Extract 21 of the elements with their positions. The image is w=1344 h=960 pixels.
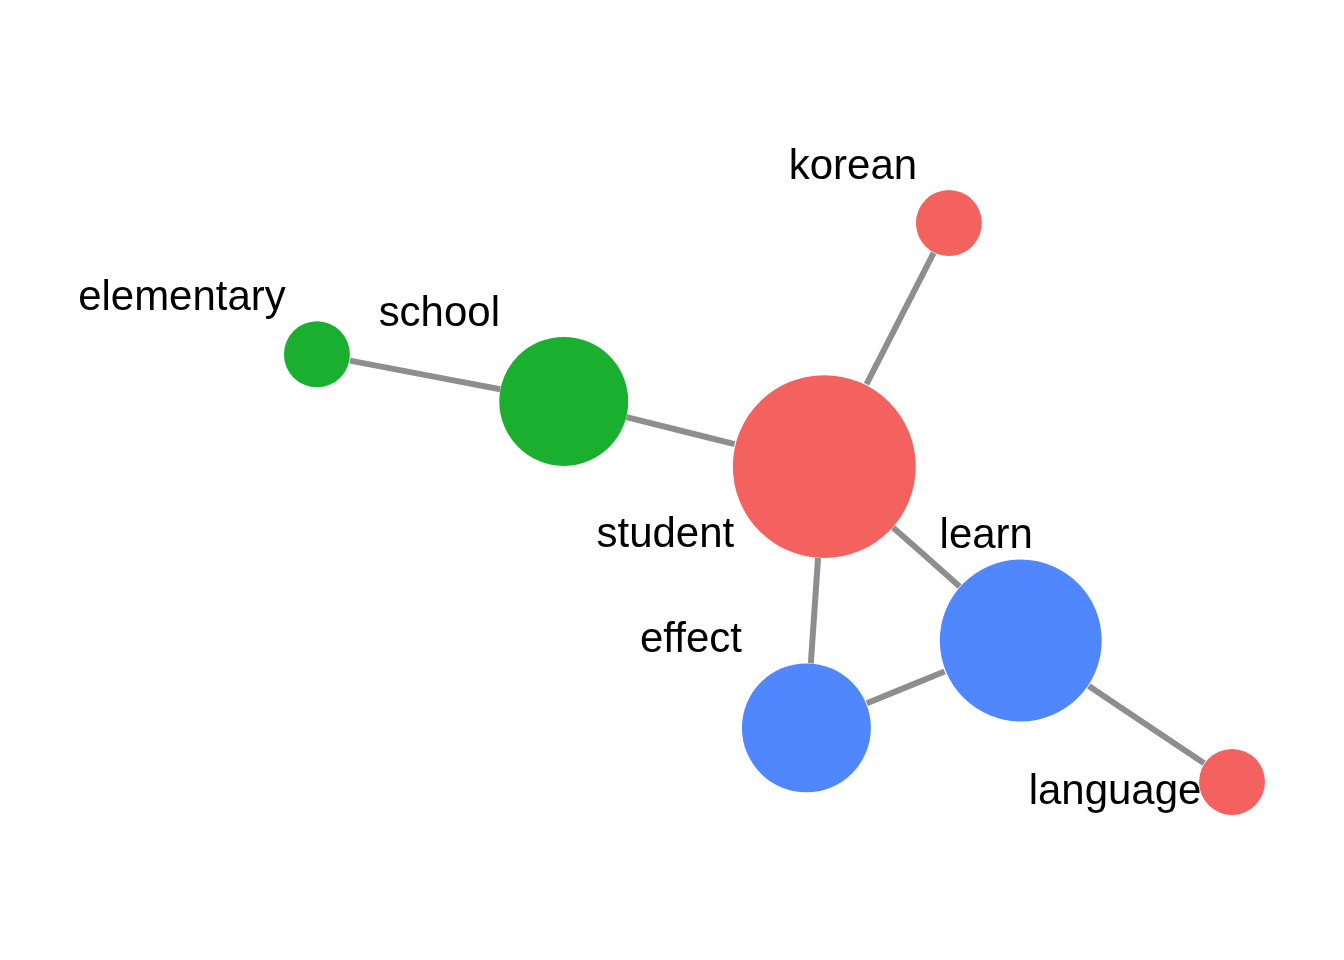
node-circle bbox=[915, 190, 982, 257]
node-circle bbox=[732, 375, 916, 559]
node-circle bbox=[498, 336, 628, 466]
node-label: student bbox=[596, 508, 734, 556]
node-label: language bbox=[1028, 765, 1201, 813]
node-circle bbox=[741, 663, 871, 793]
connector bbox=[807, 557, 821, 664]
node-label: school bbox=[378, 287, 500, 335]
node-circle bbox=[283, 321, 350, 388]
node-circle bbox=[1198, 748, 1265, 815]
connector bbox=[1086, 683, 1206, 766]
connector bbox=[890, 525, 962, 589]
node-label: learn bbox=[939, 510, 1033, 558]
connector bbox=[863, 251, 936, 386]
connector bbox=[865, 668, 946, 706]
node-label: korean bbox=[788, 140, 917, 188]
node-label: elementary bbox=[77, 271, 286, 319]
node-circle bbox=[939, 559, 1102, 722]
connector bbox=[348, 357, 501, 393]
connector bbox=[625, 414, 735, 448]
node-label: effect bbox=[639, 614, 742, 662]
